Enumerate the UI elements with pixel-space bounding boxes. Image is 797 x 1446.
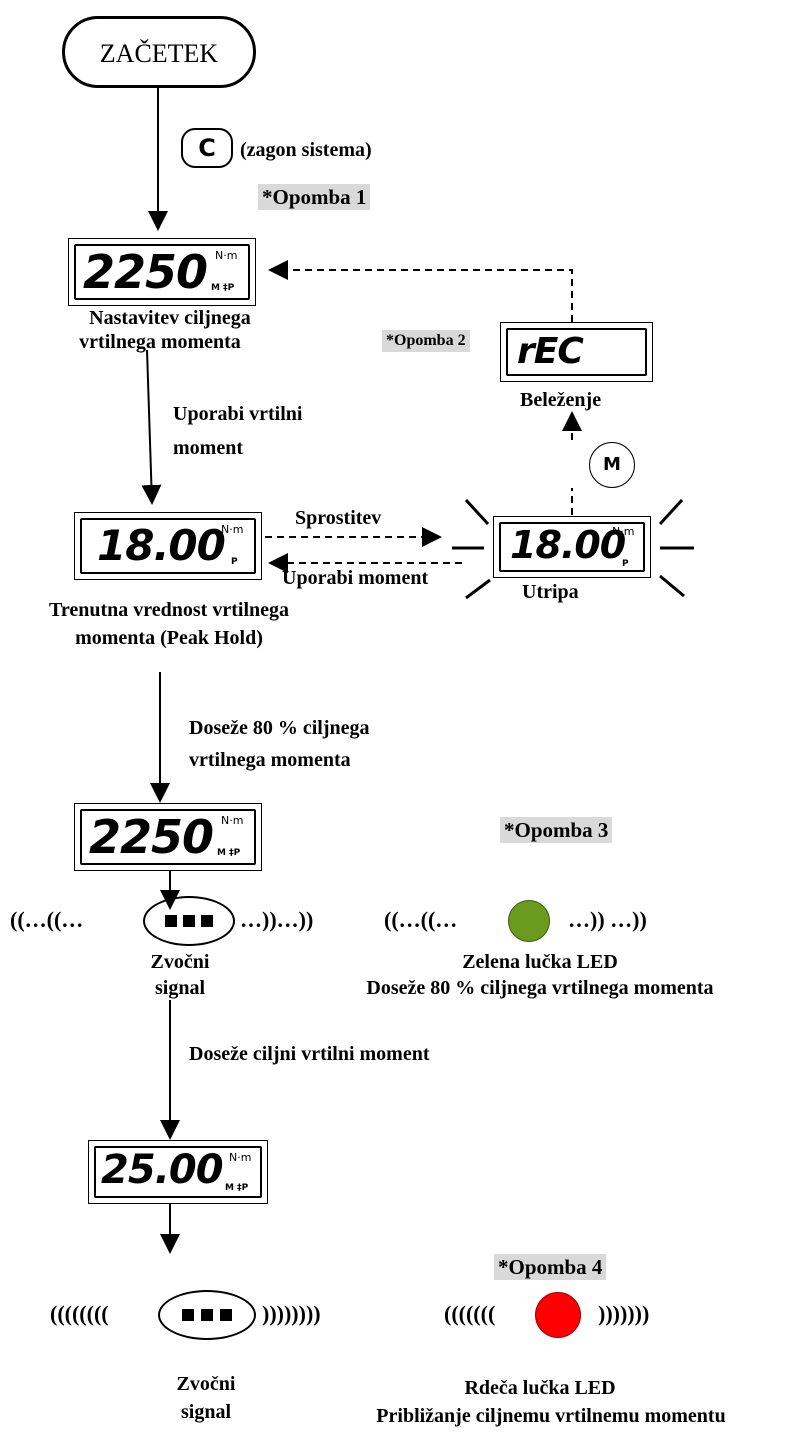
lcd-value: rEC <box>517 331 584 372</box>
rec-caption: Beleženje <box>520 389 602 411</box>
lcd-mode: M ‡P <box>211 283 235 293</box>
note3: *Opomba 3 <box>500 817 613 843</box>
buzzer2-waves-left: (((((((( <box>50 1301 109 1326</box>
lcd-display-80pct: 2250 N·m M ‡P <box>74 803 262 871</box>
lcd-display-target: 2250 N·m M ‡P <box>68 238 256 306</box>
buzzer1-caption-1: Zvočni <box>150 951 210 973</box>
lcd-display-rec: rEC <box>500 322 653 382</box>
blink-caption: Utripa <box>522 581 579 603</box>
step4-label: Doseže ciljni vrtilni moment <box>189 1043 430 1065</box>
lcd-mode: M ‡P <box>225 1183 249 1193</box>
green-led-caption-1: Zelena lučka LED <box>462 951 618 973</box>
green-led-icon <box>508 900 550 942</box>
buzzer2-caption-1: Zvočni <box>176 1373 236 1395</box>
buzzer1-waves-right: …))…)) <box>240 907 314 932</box>
start-node: ZAČETEK <box>62 16 256 88</box>
lcd-unit: N·m <box>215 249 238 262</box>
note1: *Opomba 1 <box>258 184 371 210</box>
step2-line2: moment <box>173 437 243 459</box>
step2-line1: Uporabi vrtilni <box>173 403 303 425</box>
step3-line1: Doseže 80 % ciljnega <box>189 717 370 739</box>
lcd-value: 2250 <box>83 245 208 299</box>
green-led-waves-left: ((…((… <box>384 907 458 932</box>
green-led-waves-right: …)) …)) <box>568 907 647 932</box>
arrow-display1-to-display2 <box>141 349 162 505</box>
display2-caption-2: momenta (Peak Hold) <box>75 627 263 649</box>
lcd-unit: N·m <box>612 525 635 538</box>
lcd-display-current: 18.00 N·m P <box>74 512 262 580</box>
lcd-unit: N·m <box>229 1151 252 1164</box>
lcd-mode: P <box>231 557 238 567</box>
buzzer1-waves-left: ((…((… <box>10 907 84 932</box>
c-button-icon: C <box>181 128 233 168</box>
red-led-waves-right: ))))))) <box>598 1301 650 1326</box>
buzzer2-waves-right: )))))))) <box>262 1301 321 1326</box>
green-led-caption-2: Doseže 80 % ciljnega vrtilnega momenta <box>366 977 714 999</box>
m-button-icon: M <box>589 442 635 488</box>
red-led-icon <box>535 1292 581 1338</box>
step1-label: (zagon sistema) <box>240 139 372 161</box>
lcd-display-reached: 25.00 N·m M ‡P <box>88 1140 268 1204</box>
lcd-mode: P <box>622 559 629 569</box>
buzzer-icon <box>158 1290 256 1340</box>
lcd-value: 18.00 <box>97 521 226 570</box>
apply-label: Uporabi moment <box>282 567 429 589</box>
lcd-mode: M ‡P <box>217 848 241 858</box>
note4: *Opomba 4 <box>494 1254 607 1280</box>
lcd-display-blinking: 18.00 N·m P <box>493 516 651 578</box>
display2-caption-1: Trenutna vrednost vrtilnega <box>48 599 289 621</box>
display1-caption-1: Nastavitev ciljnega <box>89 307 251 329</box>
display1-caption-2: vrtilnega momenta <box>79 331 241 353</box>
lcd-unit: N·m <box>221 523 244 536</box>
buzzer-icon <box>143 896 235 946</box>
note2: *Opomba 2 <box>382 330 470 352</box>
dashed-rec-to-display1 <box>268 260 573 322</box>
start-label: ZAČETEK <box>99 39 219 68</box>
lcd-value: 2250 <box>89 810 214 864</box>
red-led-caption-1: Rdeča lučka LED <box>464 1377 616 1399</box>
step3-line2: vrtilnega momenta <box>189 749 351 771</box>
buzzer2-caption-2: signal <box>180 1401 232 1423</box>
red-led-caption-2: Približanje ciljnemu vrtilnemu momentu <box>376 1405 726 1427</box>
lcd-value: 25.00 <box>101 1147 224 1193</box>
blink-rays-icon <box>452 498 694 600</box>
lcd-value: 18.00 <box>510 523 626 567</box>
lcd-unit: N·m <box>221 814 244 827</box>
release-label: Sprostitev <box>295 507 382 529</box>
red-led-waves-left: ((((((( <box>444 1301 496 1326</box>
buzzer1-caption-2: signal <box>154 977 206 999</box>
